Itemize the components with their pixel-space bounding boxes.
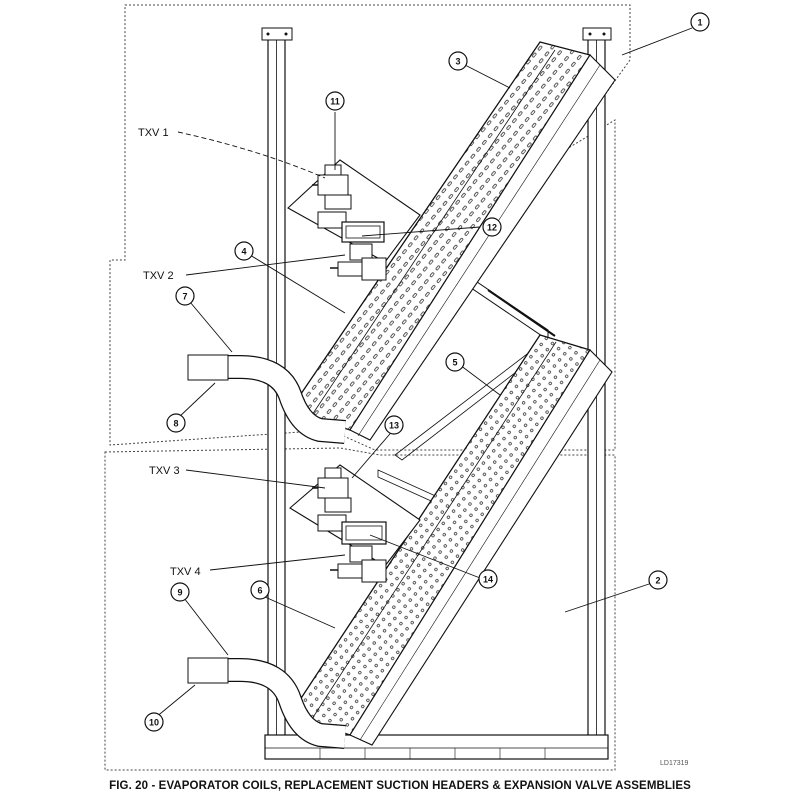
upper-suction-header [187,354,346,444]
callout-2: 2 [648,570,668,590]
callout-10: 10 [144,712,164,732]
callout-3: 3 [448,51,468,71]
upper-section-boundary [109,4,631,451]
callout-7: 7 [175,286,195,306]
svg-text:14: 14 [483,575,493,585]
svg-text:3: 3 [455,57,460,67]
svg-text:10: 10 [149,718,159,728]
lower-suction-header [187,657,346,749]
svg-text:9: 9 [177,588,182,598]
svg-text:8: 8 [173,419,178,429]
drawing-reference-code: LD17319 [660,760,689,767]
callout-13: 13 [384,415,404,435]
callout-12: 12 [482,217,502,237]
svg-text:11: 11 [330,97,340,107]
lower-valve-assembly [289,464,421,583]
svg-text:1: 1 [697,18,702,28]
txv-3-label: TXV 3 [149,465,180,477]
callout-5: 5 [445,352,465,372]
upper-valve-assembly [287,159,421,281]
txv-4-label: TXV 4 [170,566,201,578]
callout-14: 14 [478,569,498,589]
txv-1-label: TXV 1 [138,127,169,139]
upper-evaporator-coil [288,41,616,441]
callout-1: 1 [690,12,710,32]
callout-11: 11 [325,91,345,111]
callout-8: 8 [166,413,186,433]
svg-text:7: 7 [182,292,187,302]
callout-markers: 1 2 3 4 5 6 7 8 [144,12,710,732]
leader-lines [154,27,693,719]
svg-text:12: 12 [487,223,497,233]
svg-text:13: 13 [389,421,399,431]
svg-text:6: 6 [257,586,262,596]
svg-text:4: 4 [241,247,246,257]
callout-4: 4 [234,241,254,261]
svg-text:5: 5 [452,358,457,368]
lower-evaporator-coil [288,334,613,746]
txv-2-label: TXV 2 [143,270,174,282]
callout-9: 9 [170,582,190,602]
svg-text:2: 2 [655,576,660,586]
figure-caption: FIG. 20 - EVAPORATOR COILS, REPLACEMENT … [109,780,691,792]
callout-6: 6 [250,580,270,600]
